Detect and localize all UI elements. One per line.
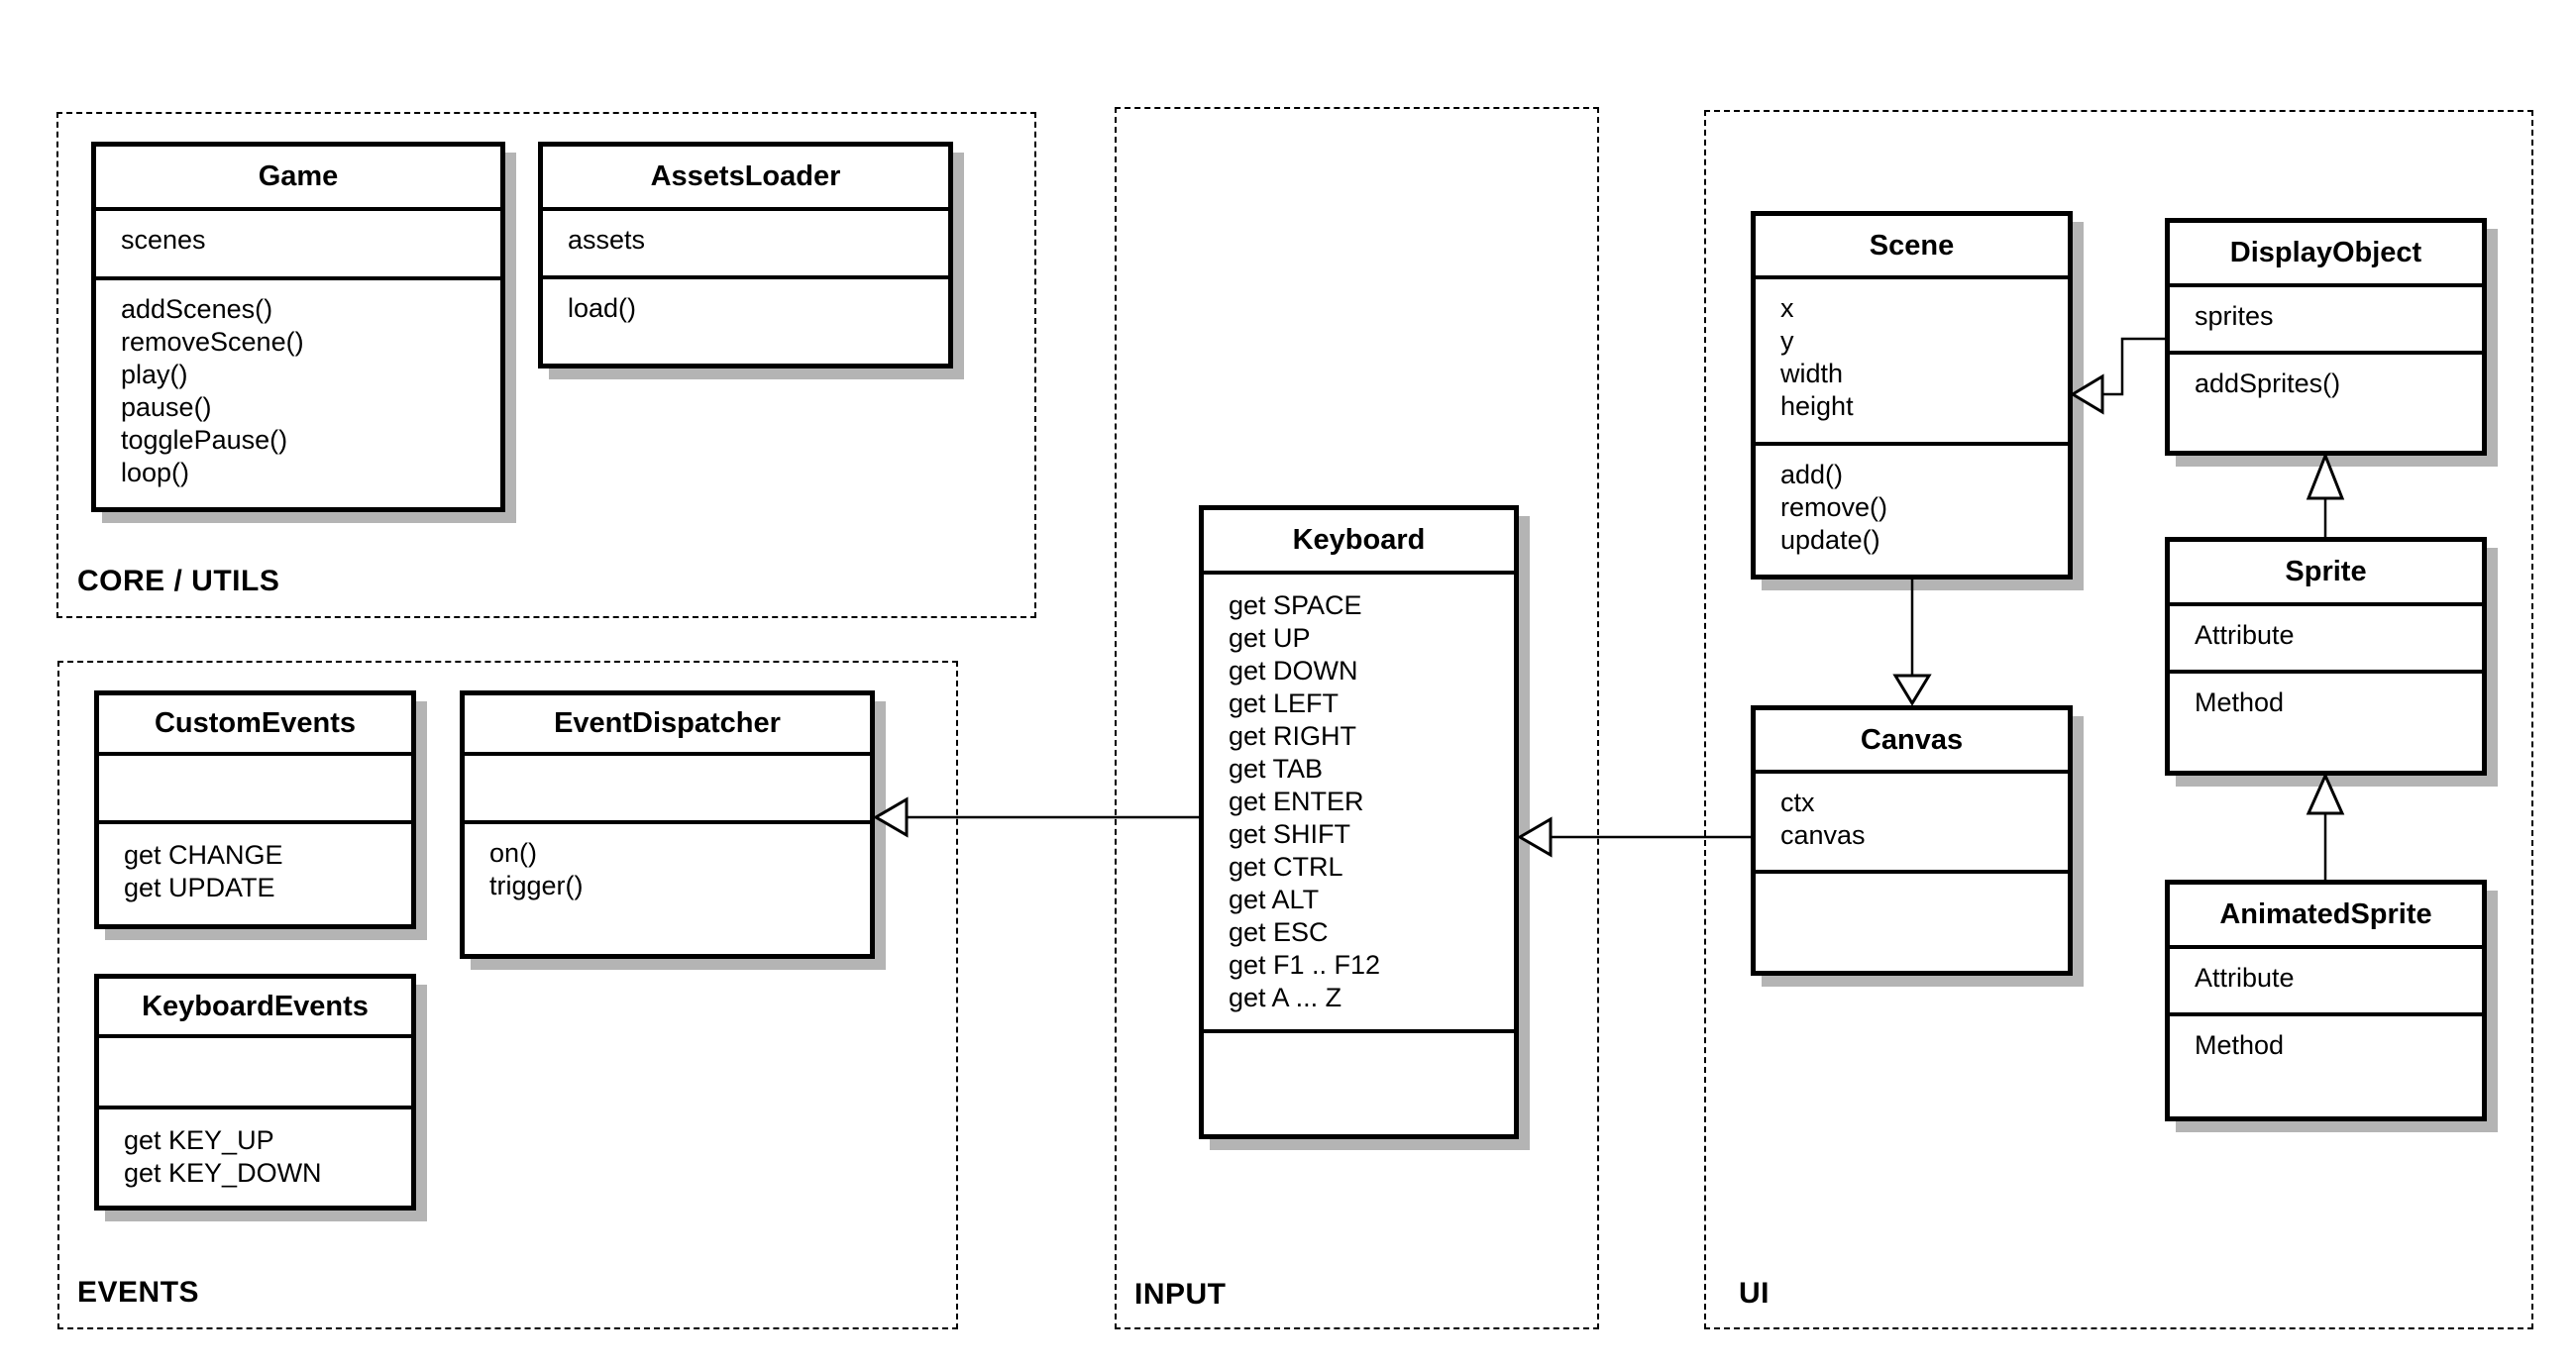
attribute: assets	[568, 225, 646, 255]
class-canvas-empty-section	[1756, 874, 2068, 971]
method: get F1 .. F12	[1229, 950, 1381, 980]
method: get KEY_UP	[124, 1125, 274, 1155]
class-eventdispatcher-attributes	[465, 756, 870, 824]
class-displayobject-methods: addSprites()	[2170, 355, 2482, 451]
attribute: Attribute	[2195, 963, 2295, 993]
method: get SHIFT	[1229, 819, 1351, 849]
method: Method	[2195, 687, 2285, 717]
attribute: y	[1780, 326, 1794, 356]
class-assetsloader: AssetsLoader assets load()	[538, 142, 953, 369]
class-game-methods: addScenes() removeScene() play() pause()…	[96, 280, 500, 507]
class-eventdispatcher: EventDispatcher on() trigger()	[460, 690, 875, 959]
class-assetsloader-attributes: assets	[543, 211, 948, 279]
class-keyboard-keys: get SPACE get UP get DOWN get LEFT get R…	[1204, 575, 1514, 1033]
attribute: x	[1780, 293, 1794, 323]
class-sprite-attributes: Attribute	[2170, 606, 2482, 674]
method: get ENTER	[1229, 787, 1364, 816]
method: get A ... Z	[1229, 983, 1342, 1012]
method: add()	[1780, 460, 1844, 489]
class-assetsloader-title: AssetsLoader	[543, 147, 948, 211]
method: remove()	[1780, 492, 1888, 522]
class-scene-attributes: x y width height	[1756, 279, 2068, 446]
method: get ALT	[1229, 885, 1320, 914]
class-animatedsprite-methods: Method	[2170, 1016, 2482, 1116]
method: get UPDATE	[124, 873, 275, 902]
method: get RIGHT	[1229, 721, 1357, 751]
class-game: Game scenes addScenes() removeScene() pl…	[91, 142, 505, 512]
method: loop()	[121, 458, 190, 487]
method: get ESC	[1229, 917, 1329, 947]
attribute: Attribute	[2195, 620, 2295, 650]
method: on()	[489, 838, 538, 868]
attribute: ctx	[1780, 788, 1815, 817]
class-canvas: Canvas ctx canvas	[1751, 705, 2073, 976]
class-animatedsprite-attributes: Attribute	[2170, 949, 2482, 1016]
class-eventdispatcher-title: EventDispatcher	[465, 695, 870, 756]
class-displayobject: DisplayObject sprites addSprites()	[2165, 218, 2487, 456]
package-input	[1115, 107, 1599, 1329]
class-scene-title: Scene	[1756, 216, 2068, 279]
attribute: sprites	[2195, 301, 2274, 331]
class-customevents: CustomEvents get CHANGE get UPDATE	[94, 690, 416, 929]
package-core-utils-label: CORE / UTILS	[77, 565, 280, 597]
method: get KEY_DOWN	[124, 1158, 322, 1188]
method: addSprites()	[2195, 369, 2341, 398]
class-keyboard: Keyboard get SPACE get UP get DOWN get L…	[1199, 505, 1519, 1139]
class-keyboardevents-title: KeyboardEvents	[99, 979, 411, 1038]
class-canvas-title: Canvas	[1756, 710, 2068, 774]
class-keyboardevents-attributes	[99, 1038, 411, 1109]
class-scene-methods: add() remove() update()	[1756, 446, 2068, 575]
attribute: scenes	[121, 225, 206, 255]
attribute: width	[1780, 359, 1844, 388]
method: load()	[568, 293, 637, 323]
package-input-label: INPUT	[1134, 1278, 1227, 1311]
class-scene: Scene x y width height add() remove() up…	[1751, 211, 2073, 580]
class-displayobject-title: DisplayObject	[2170, 223, 2482, 287]
method: pause()	[121, 392, 212, 422]
package-ui	[1704, 110, 2533, 1329]
method: get DOWN	[1229, 656, 1358, 686]
class-keyboard-empty-section	[1204, 1033, 1514, 1134]
class-assetsloader-methods: load()	[543, 279, 948, 364]
class-eventdispatcher-methods: on() trigger()	[465, 824, 870, 954]
method: get TAB	[1229, 754, 1324, 784]
method: removeScene()	[121, 327, 304, 357]
method: addScenes()	[121, 294, 273, 324]
package-core-utils	[56, 112, 1036, 618]
class-keyboard-title: Keyboard	[1204, 510, 1514, 575]
method: Method	[2195, 1030, 2285, 1060]
class-customevents-attributes	[99, 756, 411, 824]
method: play()	[121, 360, 188, 389]
method: update()	[1780, 525, 1880, 555]
class-sprite-methods: Method	[2170, 674, 2482, 771]
attribute: canvas	[1780, 820, 1866, 850]
class-customevents-title: CustomEvents	[99, 695, 411, 756]
method: togglePause()	[121, 425, 288, 455]
class-canvas-attributes: ctx canvas	[1756, 774, 2068, 874]
class-sprite: Sprite Attribute Method	[2165, 537, 2487, 776]
package-ui-label: UI	[1739, 1277, 1770, 1310]
package-events-label: EVENTS	[77, 1276, 200, 1309]
class-customevents-methods: get CHANGE get UPDATE	[99, 824, 411, 924]
class-animatedsprite-title: AnimatedSprite	[2170, 885, 2482, 949]
method: get UP	[1229, 623, 1311, 653]
method: get SPACE	[1229, 590, 1362, 620]
class-keyboardevents-methods: get KEY_UP get KEY_DOWN	[99, 1109, 411, 1206]
class-animatedsprite: AnimatedSprite Attribute Method	[2165, 880, 2487, 1121]
class-game-attributes: scenes	[96, 211, 500, 280]
attribute: height	[1780, 391, 1854, 421]
method: get CTRL	[1229, 852, 1343, 882]
method: get LEFT	[1229, 688, 1340, 718]
class-displayobject-attributes: sprites	[2170, 287, 2482, 355]
class-sprite-title: Sprite	[2170, 542, 2482, 606]
package-events	[57, 661, 958, 1329]
method: get CHANGE	[124, 840, 283, 870]
class-game-title: Game	[96, 147, 500, 211]
class-keyboardevents: KeyboardEvents get KEY_UP get KEY_DOWN	[94, 974, 416, 1211]
method: trigger()	[489, 871, 584, 900]
